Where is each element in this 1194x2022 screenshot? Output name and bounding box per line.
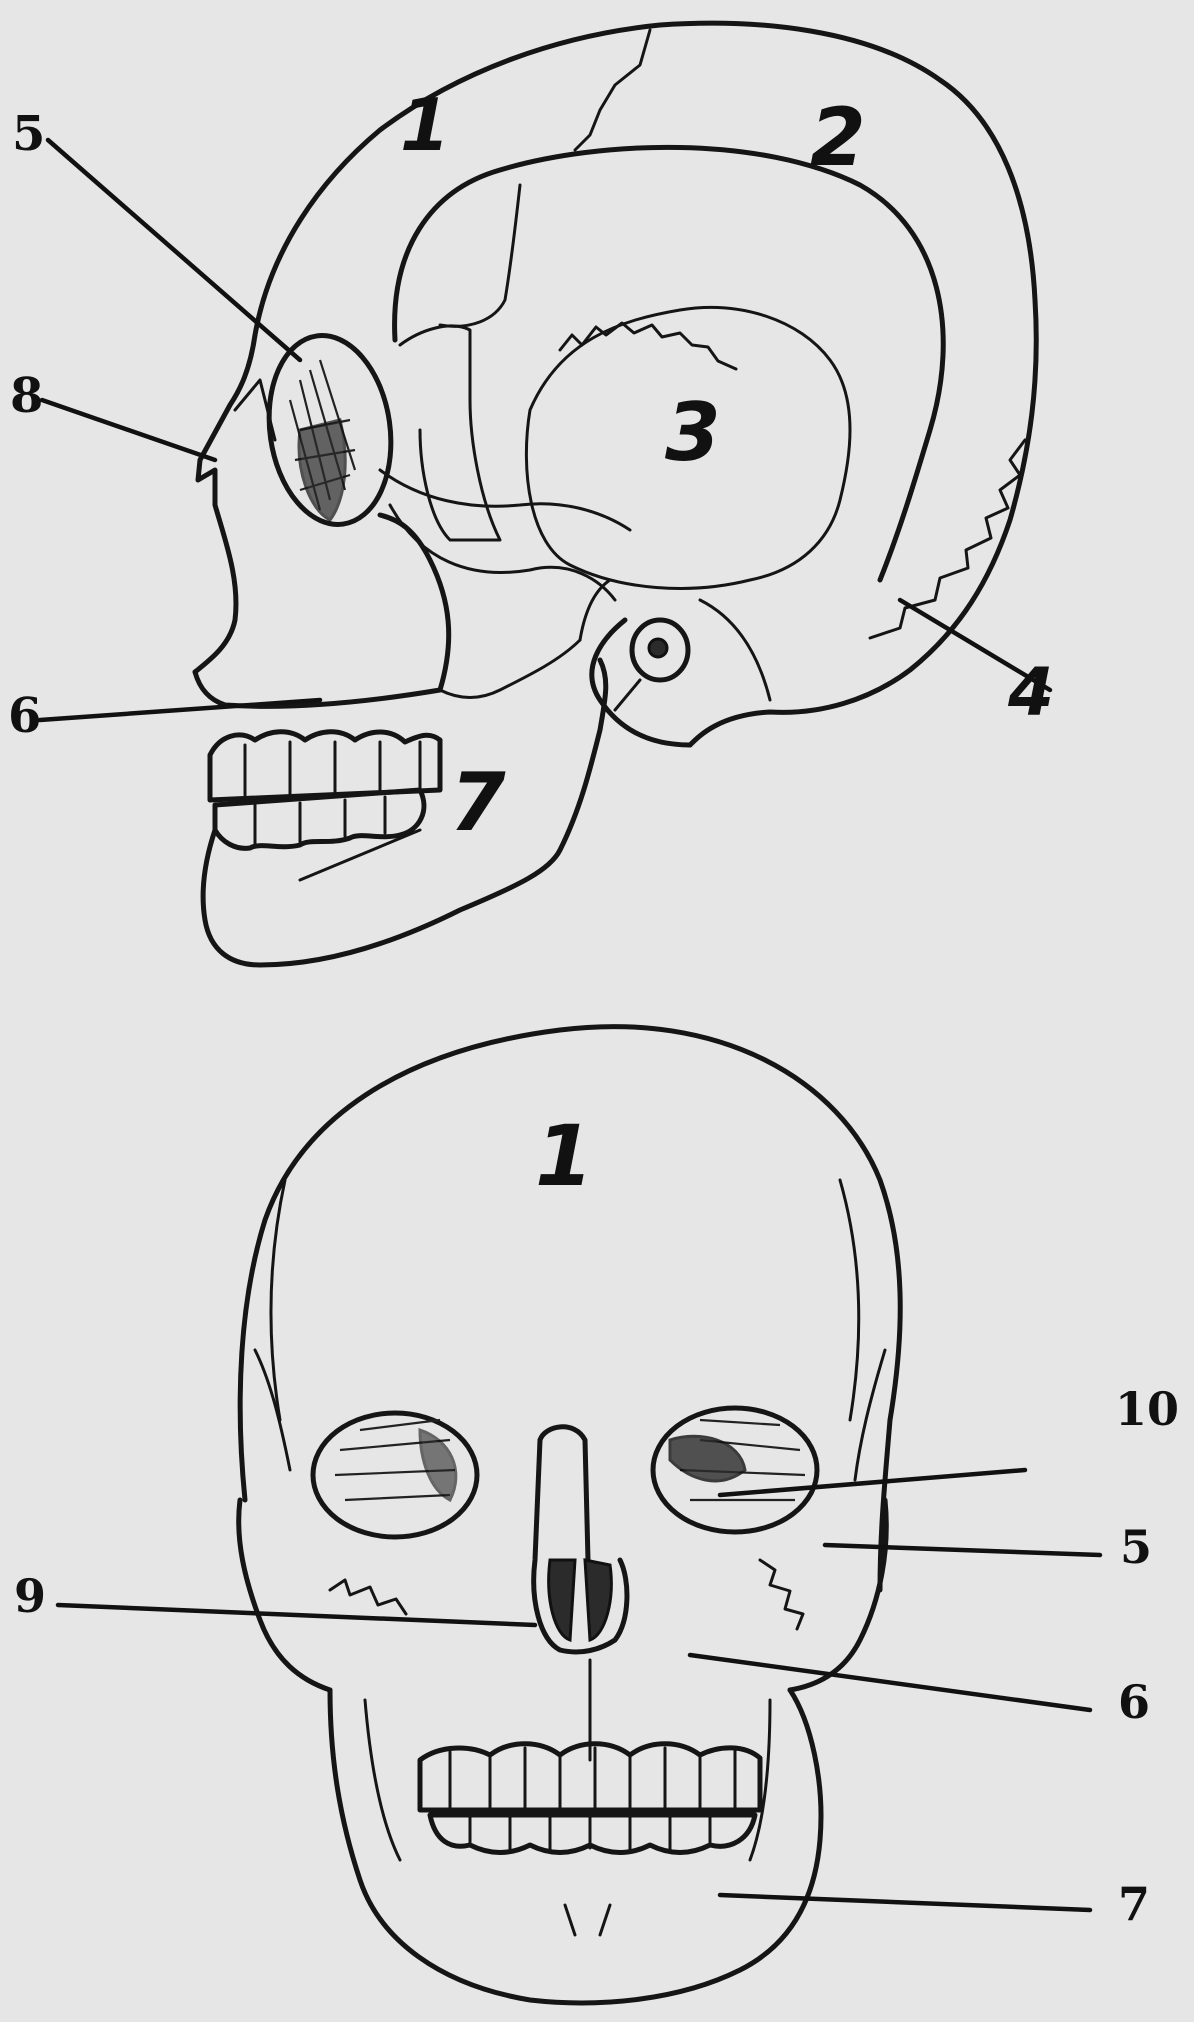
- frontal-callout-7: 7: [1118, 1877, 1150, 1931]
- frontal-mandible-ramus-left: [365, 1700, 400, 1860]
- lateral-skull: 5 8 6 4 1 2 3 7: [8, 23, 1054, 965]
- frontal-lower-teeth: [430, 1815, 755, 1853]
- lateral-ear-opening: [649, 639, 667, 657]
- lateral-frontal-sphenoid-suture: [440, 185, 520, 326]
- frontal-zygomatic-suture-left: [330, 1580, 406, 1614]
- frontal-chin-marks: [565, 1905, 610, 1935]
- frontal-callout-9: 9: [14, 1569, 46, 1623]
- lateral-cranium-outline: [255, 23, 1036, 745]
- frontal-nasal-bridge: [540, 1427, 588, 1560]
- lateral-occipital-lower: [700, 600, 770, 700]
- lateral-region-1: 1: [400, 83, 450, 167]
- frontal-leader-9: [58, 1605, 535, 1625]
- frontal-skull: 10 5 9 6 7 1: [14, 1027, 1179, 2003]
- lateral-region-2: 2: [810, 91, 866, 184]
- frontal-temporal-line-right: [840, 1180, 859, 1420]
- frontal-zygoma-left: [239, 1500, 330, 1690]
- frontal-nasal-aperture: [534, 1440, 627, 1652]
- lateral-temporal-line: [395, 147, 944, 580]
- lateral-nasal-profile: [195, 335, 255, 672]
- frontal-region-1: 1: [535, 1107, 593, 1205]
- lateral-maxilla: [195, 515, 449, 706]
- frontal-orbit-shading: [335, 1420, 805, 1500]
- lateral-callout-5: 5: [12, 106, 45, 162]
- frontal-temporal-line-left: [271, 1180, 285, 1420]
- lateral-region-7: 7: [450, 756, 506, 849]
- lateral-squamous-jagged: [560, 323, 736, 369]
- lateral-mandible-ramus-front: [440, 640, 580, 698]
- frontal-leader-5: [825, 1545, 1100, 1555]
- lateral-region-3: 3: [665, 386, 721, 479]
- lateral-zygomatic-arch: [380, 470, 630, 530]
- frontal-zygoma-right: [790, 1500, 886, 1690]
- lateral-leader-5: [48, 140, 300, 360]
- frontal-leader-6: [690, 1655, 1090, 1710]
- frontal-temporal-fossa-right: [855, 1350, 885, 1480]
- lateral-callout-6: 6: [8, 688, 41, 744]
- frontal-callout-10: 10: [1115, 1382, 1179, 1436]
- lateral-sphenoid: [400, 326, 500, 540]
- lateral-coronal-suture: [575, 30, 650, 150]
- frontal-callout-6: 6: [1118, 1675, 1150, 1729]
- lateral-callout-4: 4: [1007, 654, 1054, 731]
- frontal-callout-5: 5: [1120, 1520, 1152, 1574]
- lateral-callout-8: 8: [10, 368, 43, 424]
- frontal-nasal-cavity: [549, 1560, 612, 1640]
- frontal-mandible: [330, 1690, 821, 2003]
- frontal-zygomatic-suture-right: [760, 1560, 803, 1629]
- lateral-styloid: [615, 680, 640, 710]
- lateral-leader-6: [40, 700, 320, 720]
- lateral-leader-8: [42, 400, 215, 460]
- frontal-leader-7: [720, 1895, 1090, 1910]
- lateral-orbit-shading: [290, 360, 355, 520]
